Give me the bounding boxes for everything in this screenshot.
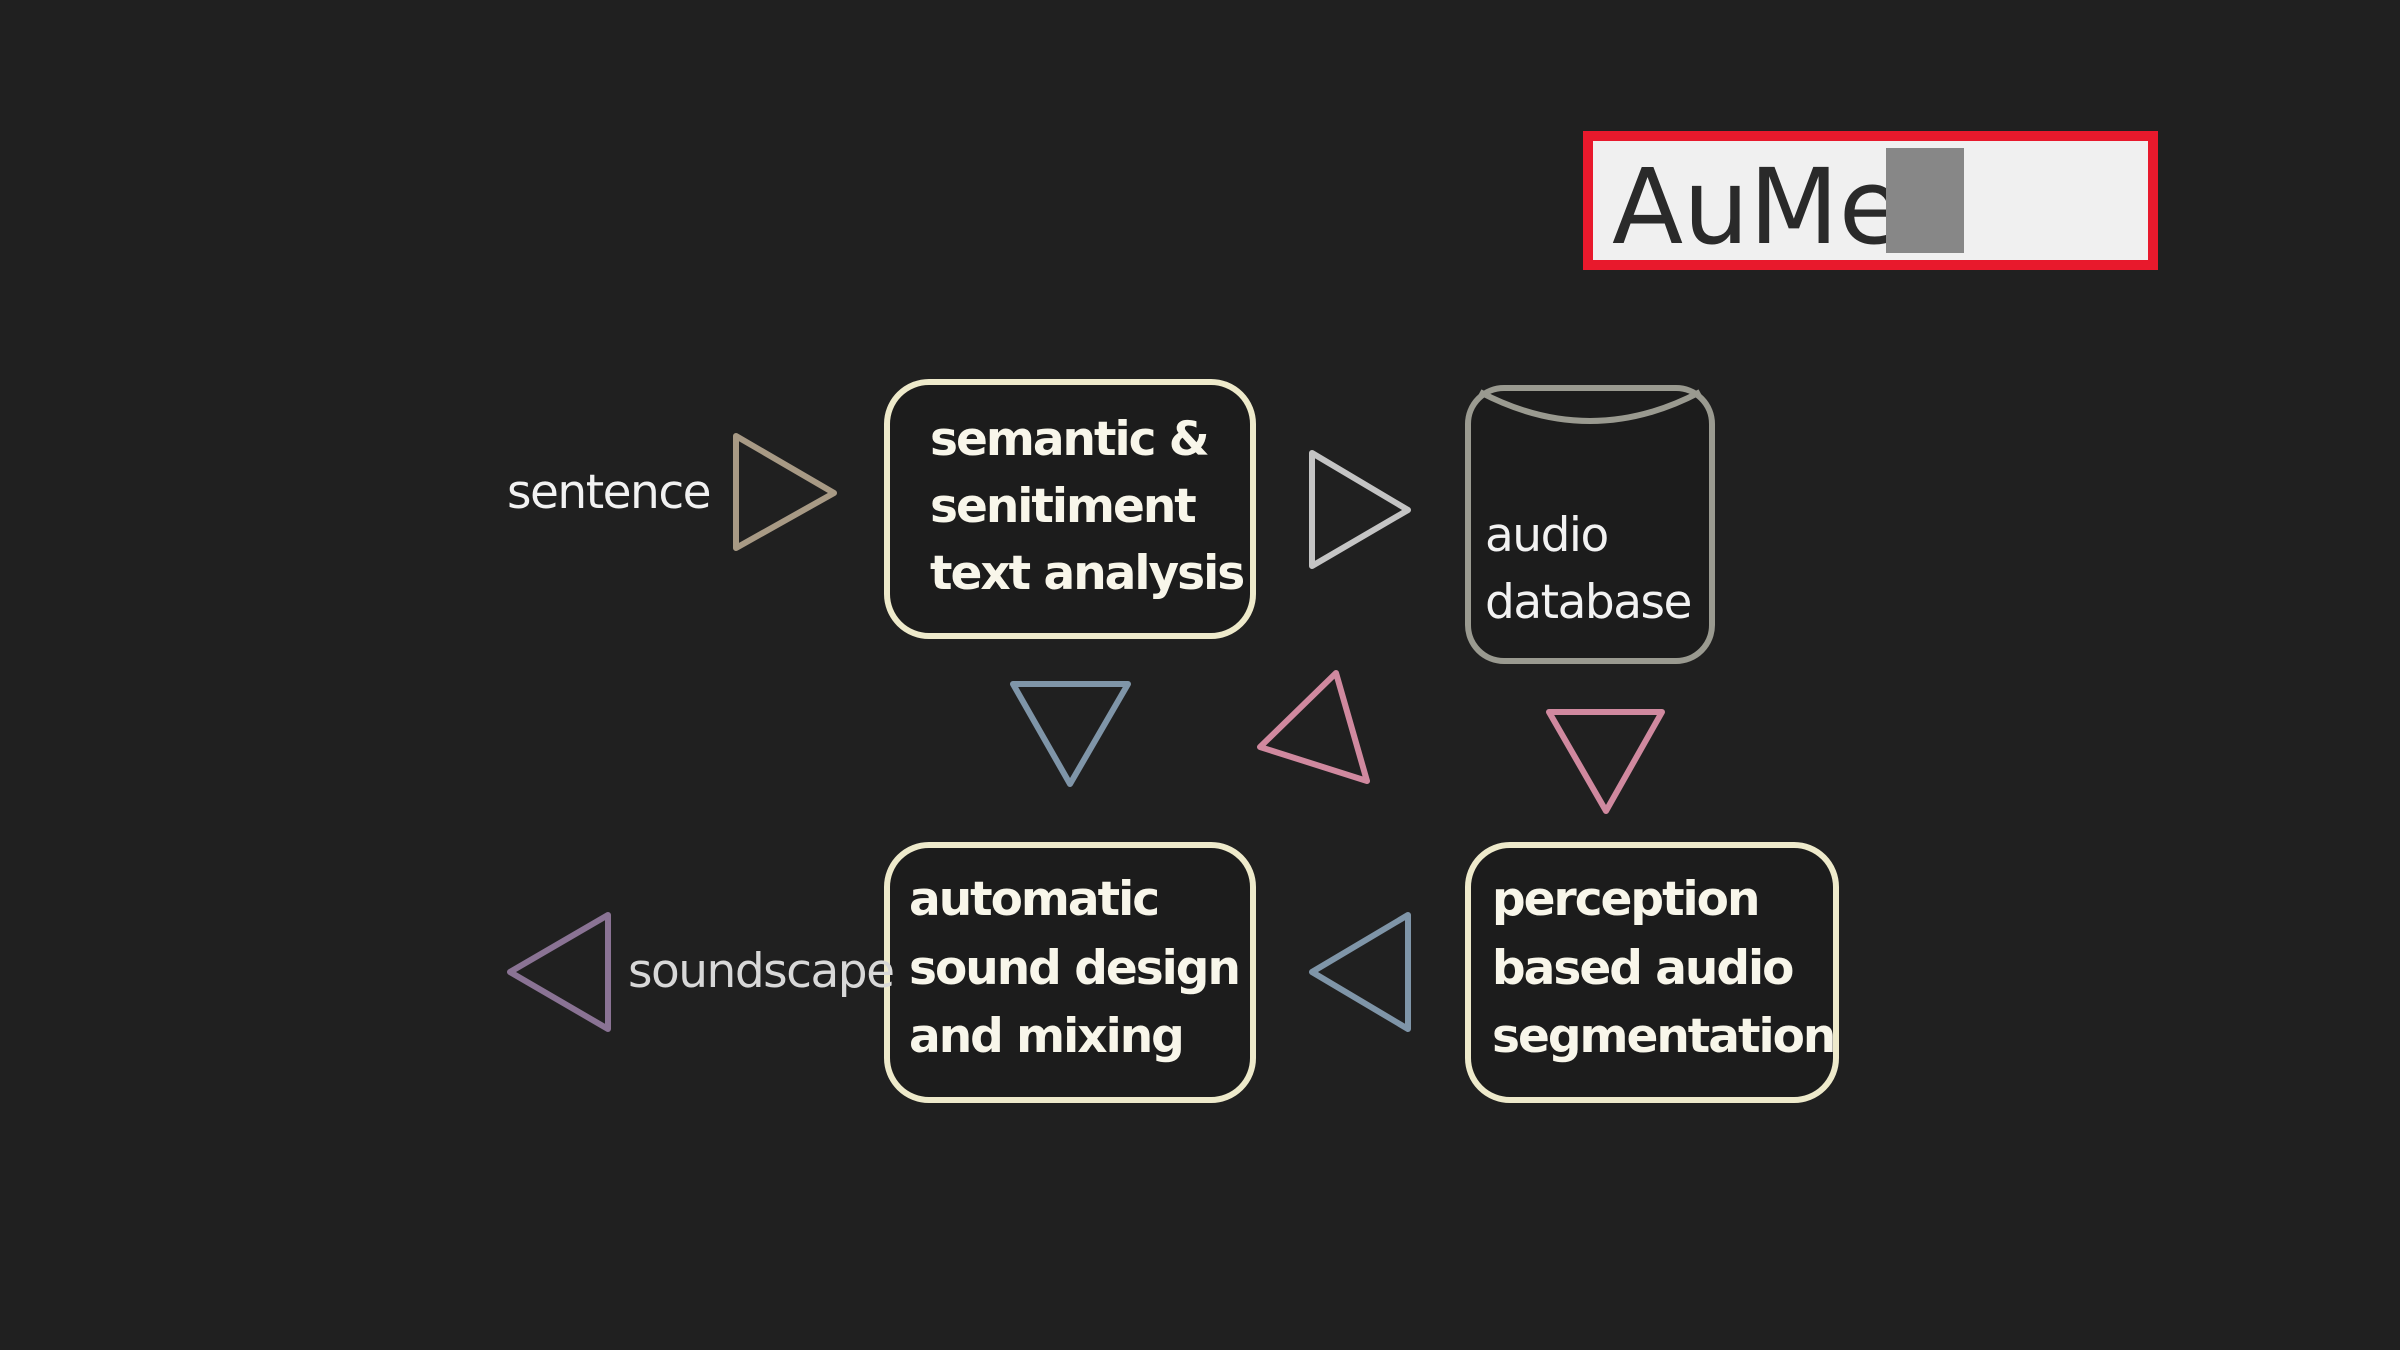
database-icon: [1465, 385, 1715, 664]
logo-frame: [1583, 131, 2158, 270]
node-line: automatic: [909, 872, 1158, 927]
node-line: text analysis: [930, 546, 1243, 601]
node-line: and mixing: [909, 1009, 1183, 1064]
logo-text: AuMe: [1612, 146, 1903, 268]
output-label-soundscape: soundscape: [628, 944, 894, 999]
arrow-up-icon: [1257, 670, 1370, 784]
node-line: perception: [1492, 872, 1758, 927]
node-segmentation: perception based audio segmentation: [1465, 842, 1839, 1103]
node-sound-design: automatic sound design and mixing: [884, 842, 1256, 1103]
arrow-right-icon: [733, 433, 837, 551]
svg-text:perception based audio: perception based audio segmentation: [1492, 872, 1834, 1064]
node-line: semantic &: [930, 412, 1209, 467]
node-line: sound design: [909, 941, 1239, 996]
node-line: senitiment: [930, 479, 1196, 534]
arrow-down-icon: [1546, 709, 1665, 814]
arrow-down-icon: [1010, 681, 1131, 787]
node-line: segmentation: [1492, 1009, 1834, 1064]
arrow-right-icon: [1309, 450, 1411, 569]
logo-cursor-block: [1886, 148, 1964, 253]
aume-logo: AuMe: [1583, 131, 2158, 270]
svg-text:audio database: audio database: [1485, 508, 1691, 630]
node-text-analysis: semantic & senitiment text analysis: [884, 379, 1256, 639]
arrow-left-icon: [507, 912, 611, 1032]
node-audio-database: audio database: [1465, 385, 1715, 664]
svg-text:semantic & senitiment: semantic & senitiment text analysis: [930, 412, 1243, 601]
node-line: based audio: [1492, 941, 1793, 996]
svg-text:automatic sound design: automatic sound design and mixing: [909, 872, 1253, 1064]
node-line: audio: [1485, 508, 1608, 563]
arrow-left-icon: [1309, 912, 1411, 1032]
node-line: database: [1485, 575, 1691, 630]
input-label-sentence: sentence: [507, 465, 710, 520]
